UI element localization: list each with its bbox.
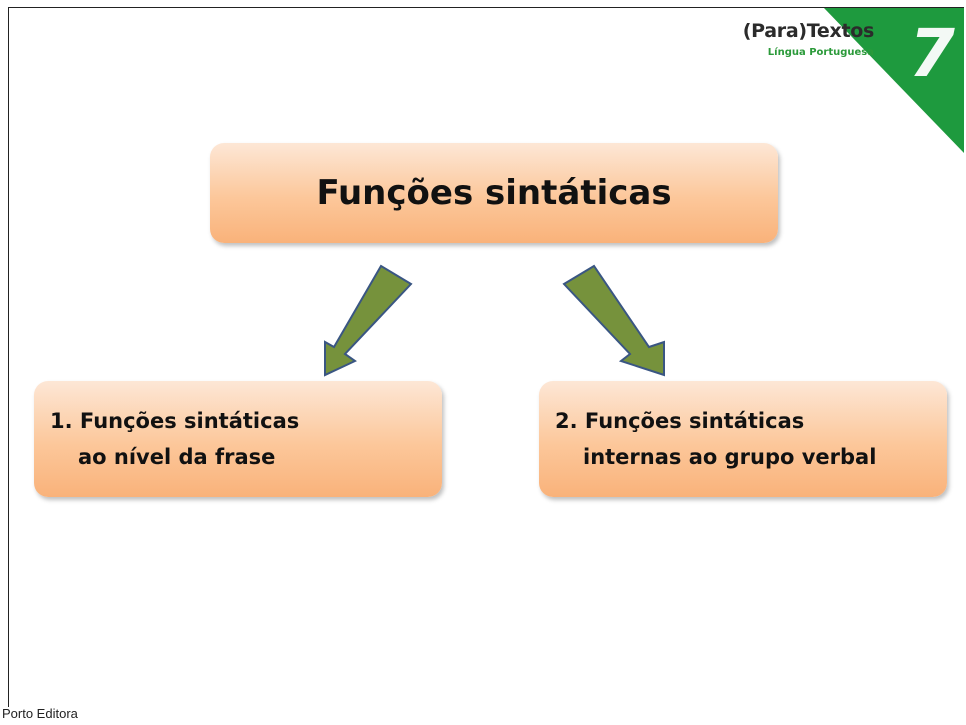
brand-subtitle: Língua Portuguesa [767,47,874,58]
corner-badge: 7 [824,8,964,153]
right-box-line1: 2. Funções sintáticas [555,409,805,433]
left-box-line2: ao nível da frase [78,445,276,469]
arrows-layer [324,264,665,377]
left-concept-box: 1. Funções sintáticas ao nível da frase [34,381,442,497]
badge-number-icon: 7 [909,15,955,92]
brand-logo: (Para)Textos Língua Portuguesa [714,20,875,58]
right-concept-box: 2. Funções sintáticas internas ao grupo … [539,381,947,497]
slide: 7 (Para)Textos Língua Portuguesa Funções… [8,7,964,707]
arrow-right [562,264,665,377]
main-concept-box: Funções sintáticas [210,143,778,243]
publisher-footer: Porto Editora [2,706,78,721]
brand-title: (Para)Textos [742,20,875,42]
left-box-line1: 1. Funções sintáticas [50,409,300,433]
corner-triangle [824,8,964,153]
arrow-left [324,264,413,377]
right-box-line2: internas ao grupo verbal [583,445,877,469]
main-concept-label: Funções sintáticas [316,173,672,213]
